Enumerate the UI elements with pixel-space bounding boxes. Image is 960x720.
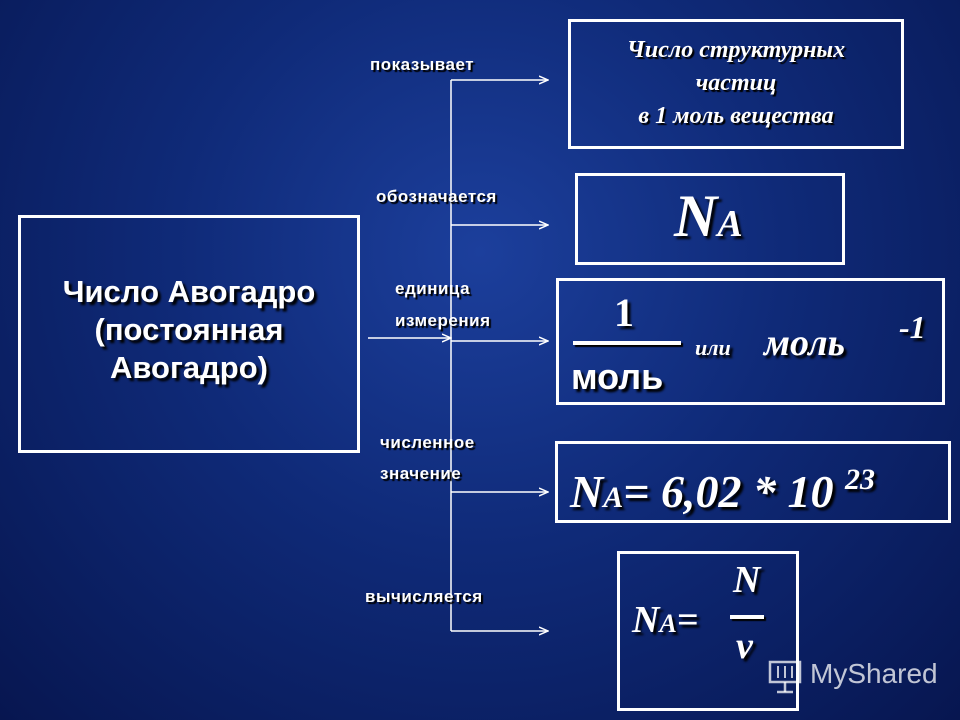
formula-denominator: ν xyxy=(736,625,753,667)
avogadro-title: Число Авогадро (постоянная Авогадро) xyxy=(21,273,357,387)
unit-numerator: 1 xyxy=(614,290,634,335)
particles-line3: в 1 моль вещества xyxy=(638,103,834,129)
particles-line2: частиц xyxy=(695,70,777,96)
watermark-text: MyShared xyxy=(810,658,938,689)
formula-equals: = xyxy=(676,599,699,641)
value-equation: = 6,02 * 10 xyxy=(623,466,834,517)
label-unit-line2: измерения xyxy=(395,311,491,330)
presentation-screen-icon xyxy=(768,660,802,694)
formula-box: NA= N ν xyxy=(617,551,799,711)
label-numeric-line2: значение xyxy=(380,464,462,483)
symbol-subscript: A xyxy=(717,203,743,245)
formula-numerator: N xyxy=(733,559,761,601)
value-box: NA= 6,02 * 10 23 xyxy=(555,441,951,523)
label-numeric-line1: численное xyxy=(380,433,475,452)
avogadro-title-line1: Число Авогадро xyxy=(62,274,316,309)
label-denoted: обозначается xyxy=(376,187,497,206)
unit-mol: моль xyxy=(764,322,845,364)
symbol-box: NA xyxy=(575,173,845,265)
formula-letter: N xyxy=(632,599,660,641)
unit-exponent: -1 xyxy=(899,309,926,345)
symbol-letter: N xyxy=(674,183,718,249)
formula-fraction-bar xyxy=(730,615,764,619)
unit-or: или xyxy=(695,335,731,360)
unit-box: 1 моль или моль -1 xyxy=(556,278,945,405)
formula-subscript: A xyxy=(659,609,677,638)
particles-box: Число структурных частиц в 1 моль вещест… xyxy=(568,19,904,149)
avogadro-title-line3: Авогадро) xyxy=(110,350,268,385)
label-unit-line1: единица xyxy=(395,279,471,298)
avogadro-title-line2: (постоянная xyxy=(94,312,284,347)
avogadro-number-box: Число Авогадро (постоянная Авогадро) xyxy=(18,215,360,453)
particles-line1: Число структурных xyxy=(626,37,846,63)
unit-denominator: моль xyxy=(571,356,664,397)
value-exponent: 23 xyxy=(844,463,875,496)
watermark: MyShared xyxy=(720,654,950,694)
label-shows: показывает xyxy=(370,55,475,74)
label-computed: вычисляется xyxy=(365,587,483,606)
unit-fraction-bar xyxy=(573,341,681,345)
value-subscript: A xyxy=(603,481,624,514)
value-letter: N xyxy=(570,466,604,517)
